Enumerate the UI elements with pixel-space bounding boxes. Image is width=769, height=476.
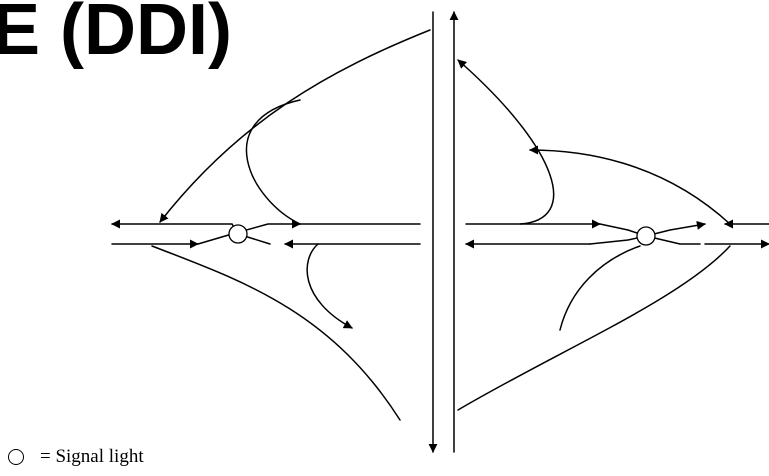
ramp-northeast-onramp: [529, 145, 731, 225]
ramp-southwest-onramp: [151, 245, 401, 421]
ramp-southwest-loop: [306, 243, 353, 329]
west-crossover-path-a: [197, 219, 301, 245]
legend: = Signal light: [8, 446, 144, 468]
slide-title: E (DDI): [0, 0, 232, 70]
legend-label: = Signal light: [40, 446, 144, 467]
freeway-mainline: [428, 11, 459, 453]
signal-light-circle-icon: [8, 449, 24, 465]
west-crossover: [111, 219, 421, 249]
west-signal-light-icon: [228, 224, 248, 244]
ramp-southeast-offramp: [457, 245, 731, 411]
ramp-northeast-loop: [457, 59, 555, 225]
east-crossover: [465, 219, 769, 249]
ramp-northwest-offramp: [159, 29, 431, 223]
interchange-ramps: [151, 29, 731, 421]
ramp-southeast-loop: [559, 245, 641, 331]
east-signal-light-icon: [636, 226, 656, 246]
ramp-northwest-loop: [245, 99, 301, 225]
